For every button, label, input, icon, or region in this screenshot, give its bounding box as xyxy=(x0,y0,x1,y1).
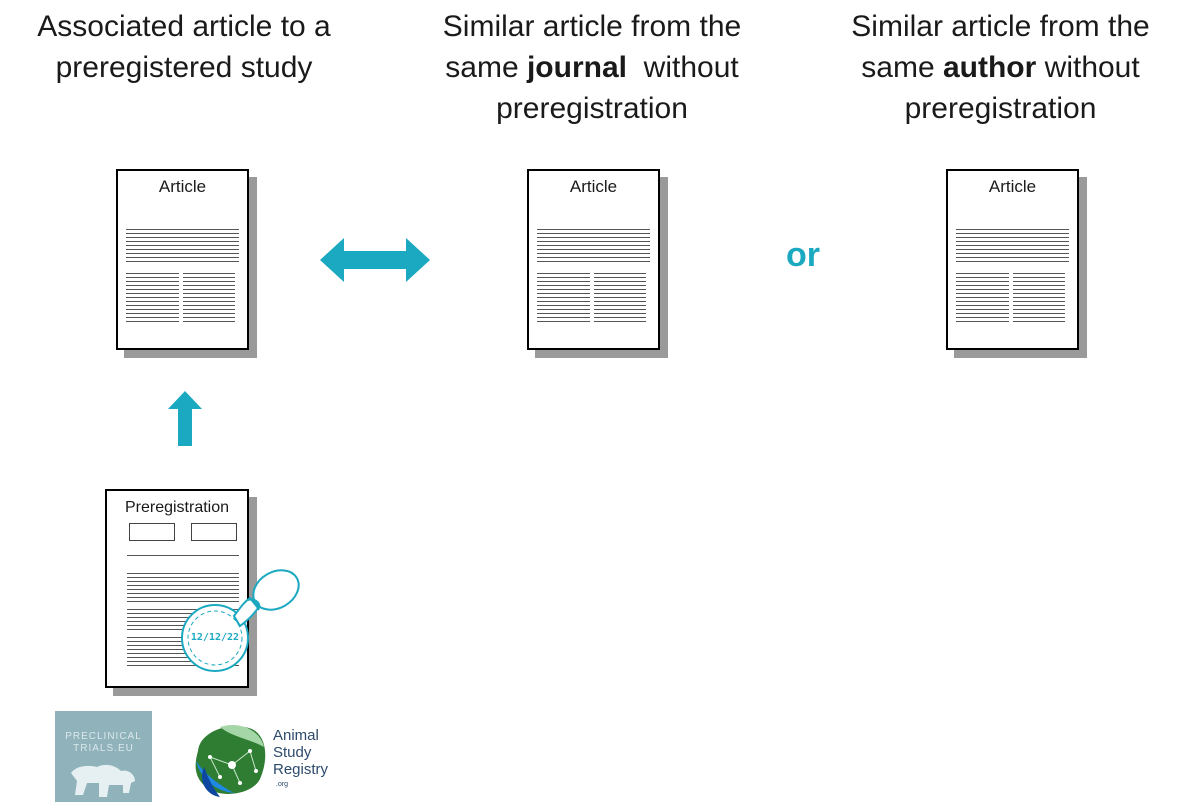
article-text-lines xyxy=(126,229,239,265)
article-document-preregistered: Article xyxy=(116,169,249,350)
article-column-right xyxy=(1013,273,1065,325)
stamp-icon xyxy=(181,569,300,672)
preregistration-title: Preregistration xyxy=(124,499,230,516)
prereg-text-lines xyxy=(127,573,239,605)
logo-text: PRECLINICAL xyxy=(65,731,142,742)
heading-line: preregistration xyxy=(904,92,1097,125)
heading-preregistered-article: Associated article to a preregistered st… xyxy=(0,6,368,88)
article-title: Article xyxy=(569,177,618,196)
article-document-same-journal: Article xyxy=(527,169,660,350)
article-column-right xyxy=(594,273,646,325)
heading-line: preregistration xyxy=(496,92,688,125)
article-text-lines xyxy=(956,229,1069,265)
logo-suffix: .org xyxy=(276,781,289,788)
heading-line: same journal without xyxy=(398,47,786,88)
article-column-left xyxy=(537,273,590,325)
article-column-left xyxy=(956,273,1009,325)
heading-same-journal: Similar article from the same journal wi… xyxy=(398,6,786,129)
heading-line: Similar article from the xyxy=(442,10,742,43)
heading-text: same xyxy=(861,51,943,84)
article-column-right xyxy=(183,273,235,325)
or-label: or xyxy=(786,236,820,274)
logo-text: TRIALS.EU xyxy=(73,743,134,754)
heading-text: without xyxy=(626,51,739,84)
form-field-box xyxy=(191,523,237,541)
heading-emphasis: journal xyxy=(526,51,627,84)
heading-line: Associated article to a xyxy=(37,10,331,43)
up-arrow-icon xyxy=(168,391,202,446)
double-arrow-icon xyxy=(320,238,430,282)
heading-line: same author without xyxy=(818,47,1183,88)
logo-text: Registry xyxy=(273,761,329,778)
preclinical-trials-logo: PRECLINICAL TRIALS.EU xyxy=(55,711,152,802)
heading-line: Similar article from the xyxy=(851,10,1150,43)
heading-text: without xyxy=(1036,51,1140,84)
article-document-same-author: Article xyxy=(946,169,1079,350)
animal-study-registry-logo-text: Animal Study Registry xyxy=(273,727,328,778)
divider xyxy=(127,555,239,556)
heading-same-author: Similar article from the same author wit… xyxy=(818,6,1183,129)
article-text-lines xyxy=(537,229,650,265)
heading-line: preregistered study xyxy=(55,51,313,84)
heading-emphasis: author xyxy=(942,51,1037,84)
animal-study-registry-logo-icon xyxy=(195,725,266,797)
heading-text: same xyxy=(445,51,527,84)
logo-text: Animal xyxy=(273,727,319,744)
form-field-box xyxy=(129,523,175,541)
article-title: Article xyxy=(988,177,1037,196)
animals-icon xyxy=(71,764,135,797)
logo-text: Study xyxy=(273,744,312,761)
article-column-left xyxy=(126,273,179,325)
stamp-date: 12/12/22 xyxy=(190,632,240,643)
article-title: Article xyxy=(158,177,207,196)
